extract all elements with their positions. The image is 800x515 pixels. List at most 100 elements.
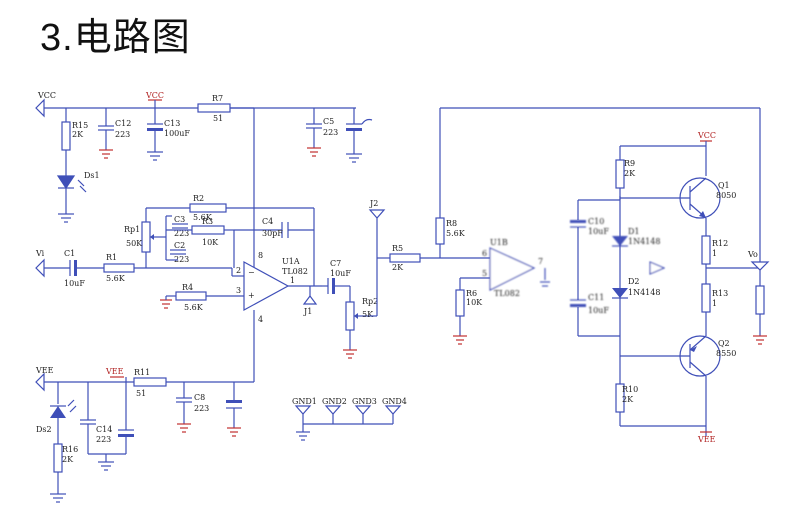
capacitor-c10: C10 10uF: [570, 217, 609, 236]
led-ds2: Ds2: [36, 399, 77, 434]
test-point-j1: J1: [302, 286, 318, 316]
svg-text:Vi: Vi: [35, 249, 45, 258]
diode-d2: D2 1N4148: [612, 277, 660, 299]
svg-text:223: 223: [115, 130, 130, 139]
svg-text:+: +: [248, 291, 255, 300]
svg-text:D2: D2: [628, 277, 640, 286]
capacitor-c4: C4 30pF: [234, 217, 289, 238]
svg-text:2: 2: [236, 266, 241, 275]
vcc-input-port: VCC: [35, 91, 56, 118]
svg-text:C3: C3: [174, 215, 185, 224]
svg-text:R4: R4: [182, 283, 193, 292]
diode-d1: D1 1N4148: [612, 227, 660, 247]
capacitor-c12: C12 223: [98, 119, 131, 139]
svg-text:100uF: 100uF: [164, 129, 190, 138]
svg-text:3: 3: [236, 286, 241, 295]
svg-text:10uF: 10uF: [588, 306, 609, 315]
svg-text:1N4148: 1N4148: [628, 237, 660, 246]
svg-text:GND1: GND1: [292, 397, 317, 406]
capacitor-c1: C1 10uF: [64, 249, 85, 288]
svg-text:30pF: 30pF: [262, 229, 283, 238]
svg-text:10K: 10K: [202, 238, 219, 247]
svg-text:8550: 8550: [716, 349, 736, 358]
svg-text:10uF: 10uF: [330, 269, 351, 278]
load-resistor: [755, 285, 765, 315]
output-tap: [649, 261, 666, 275]
vcc-label-red: VCC: [145, 91, 164, 101]
svg-text:R15: R15: [72, 121, 88, 130]
svg-text:1: 1: [712, 249, 717, 258]
svg-text:C7: C7: [330, 259, 341, 268]
vcc-label-q1: VCC: [697, 131, 716, 142]
svg-text:223: 223: [174, 229, 189, 238]
ground-symbol: [58, 213, 74, 223]
svg-text:C5: C5: [323, 117, 334, 126]
svg-text:C4: C4: [262, 217, 273, 226]
resistor-r6: R6 10K: [455, 289, 483, 317]
svg-text:U1B: U1B: [490, 238, 508, 247]
svg-text:C12: C12: [115, 119, 131, 128]
svg-text:Q2: Q2: [718, 339, 730, 348]
capacitor-electrolytic-vee: [118, 429, 134, 437]
resistor-r9: R9 2K: [615, 159, 636, 189]
svg-text:R6: R6: [466, 289, 477, 298]
resistor-r5: R5 2K: [389, 244, 421, 272]
transistor-q1: Q1 8050: [679, 177, 736, 219]
svg-text:50K: 50K: [126, 239, 143, 248]
page-title: 3.电路图: [40, 15, 191, 59]
svg-text:1N4148: 1N4148: [628, 288, 660, 297]
svg-text:2K: 2K: [62, 455, 74, 464]
svg-text:5.6K: 5.6K: [193, 213, 213, 222]
svg-text:C14: C14: [96, 425, 112, 434]
resistor-r4: R4 5.6K: [175, 283, 207, 312]
svg-text:Rp2: Rp2: [362, 297, 378, 306]
svg-text:R13: R13: [712, 289, 728, 298]
svg-text:U1A: U1A: [282, 257, 300, 266]
svg-text:223: 223: [323, 128, 338, 137]
resistor-r15: R15 2K: [61, 121, 88, 151]
svg-text:R12: R12: [712, 239, 728, 248]
capacitor-electrolytic-rail: [226, 400, 242, 409]
svg-text:Ds2: Ds2: [36, 425, 52, 434]
capacitor-c14: C14 223: [80, 419, 112, 444]
test-point-j2: J2: [368, 199, 386, 219]
vcc-label: VCC: [37, 91, 56, 100]
svg-text:VEE: VEE: [35, 366, 54, 375]
svg-text:5K: 5K: [362, 310, 374, 319]
resistor-r11: R11 51: [133, 368, 167, 398]
svg-text:10K: 10K: [466, 298, 483, 307]
svg-text:223: 223: [96, 435, 111, 444]
svg-text:J1: J1: [303, 307, 312, 316]
gnd-headers: GND1 GND2 GND3 GND4: [292, 397, 407, 441]
transistor-q2: Q2 8550: [679, 335, 736, 377]
svg-text:C8: C8: [194, 393, 205, 402]
svg-text:5: 5: [482, 269, 487, 278]
ground-symbol: [540, 268, 550, 287]
potentiometer-rp1: Rp1 50K: [124, 221, 154, 253]
svg-text:Q1: Q1: [718, 181, 730, 190]
svg-text:Ds1: Ds1: [84, 171, 100, 180]
svg-text:Rp1: Rp1: [124, 225, 140, 234]
opamp-u1a: 2 3 1 8 4 U1A TL082 − +: [236, 251, 308, 324]
svg-text:C11: C11: [588, 293, 604, 302]
svg-text:7: 7: [538, 257, 543, 266]
svg-text:R5: R5: [392, 244, 403, 253]
capacitor-c7: C7 10uF: [322, 259, 351, 294]
resistor-r8: R8 5.6K: [435, 217, 466, 245]
svg-text:1: 1: [712, 299, 717, 308]
svg-text:2K: 2K: [392, 263, 404, 272]
svg-text:51: 51: [213, 114, 223, 123]
svg-text:51: 51: [136, 389, 146, 398]
svg-text:TL082: TL082: [494, 289, 520, 298]
svg-text:R16: R16: [62, 445, 78, 454]
resistor-r12: R12 1: [701, 235, 728, 265]
svg-text:R1: R1: [106, 253, 117, 262]
svg-text:C1: C1: [64, 249, 75, 258]
svg-text:D1: D1: [628, 227, 640, 236]
svg-text:R7: R7: [212, 94, 223, 103]
svg-text:R11: R11: [134, 368, 150, 377]
capacitor-c13: C13 100uF: [147, 119, 190, 138]
svg-text:R10: R10: [622, 385, 638, 394]
vee-label-q2: VEE: [697, 431, 716, 444]
